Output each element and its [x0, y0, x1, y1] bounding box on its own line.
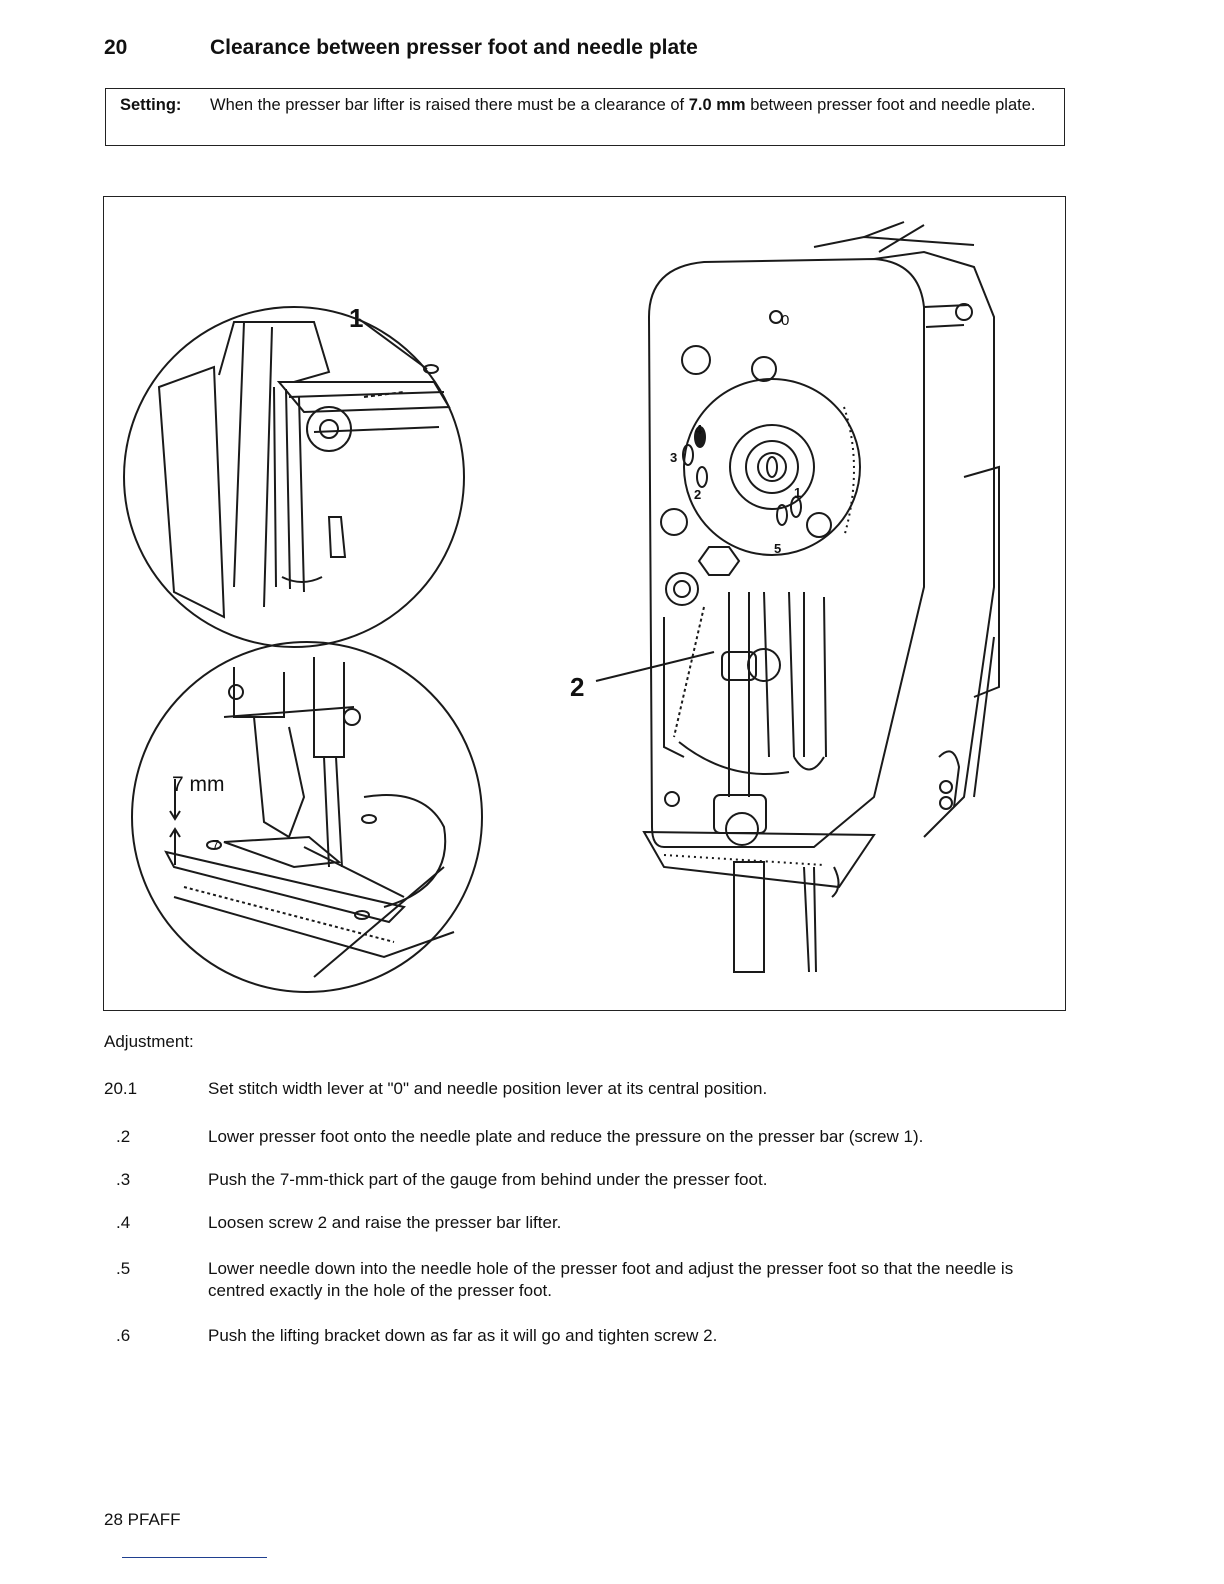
- dial-mark-4: 4: [695, 422, 703, 437]
- step-number: .4: [116, 1213, 131, 1232]
- setting-box: Setting: When the presser bar lifter is …: [105, 88, 1065, 146]
- step-number: .2: [116, 1127, 131, 1146]
- callout-2: 2: [570, 672, 584, 702]
- step-text: Push the lifting bracket down as far as …: [208, 1326, 718, 1345]
- dial-mark-3: 3: [670, 450, 677, 465]
- step-number: 20.1: [104, 1079, 138, 1098]
- setting-text: When the presser bar lifter is raised th…: [210, 95, 1052, 116]
- section-number: 20: [104, 36, 128, 59]
- step-text: Lower needle down into the needle hole o…: [208, 1259, 1014, 1300]
- setting-value: 7.0 mm: [688, 96, 746, 114]
- dial-zero-mark: 0: [781, 312, 789, 329]
- gauge-label: 7 mm: [172, 773, 225, 796]
- callout-2-leader: [595, 651, 715, 682]
- step-text: Set stitch width lever at "0" and needle…: [208, 1079, 768, 1098]
- machine-head-view: [642, 221, 1000, 973]
- brand-name: PFAFF: [127, 1510, 181, 1529]
- step-text: Loosen screw 2 and raise the presser bar…: [208, 1213, 562, 1232]
- page-footer: 28 PFAFF: [104, 1510, 181, 1530]
- setting-label: Setting:: [120, 96, 182, 114]
- page-number: 28: [104, 1510, 123, 1529]
- dial-mark-1: 1: [794, 485, 801, 500]
- adjustment-heading: Adjustment:: [104, 1032, 194, 1051]
- step-text: Lower presser foot onto the needle plate…: [208, 1127, 924, 1146]
- gauge-mark: 7: [212, 837, 219, 852]
- step-text: Push the 7-mm-thick part of the gauge fr…: [208, 1170, 768, 1189]
- section-title: Clearance between presser foot and needl…: [210, 36, 698, 59]
- section-heading: 20 Clearance between presser foot and nee…: [104, 36, 698, 60]
- callout-1: 1: [349, 303, 363, 333]
- step-number: .3: [116, 1170, 131, 1189]
- step-number: .5: [116, 1259, 131, 1278]
- detail-circle-lower: [131, 641, 483, 993]
- illustration-drawing: 1 7 mm 7: [123, 221, 1000, 993]
- setting-text-before: When the presser bar lifter is raised th…: [210, 96, 689, 114]
- dial-mark-5: 5: [774, 541, 781, 556]
- detail-circle-upper: [123, 306, 465, 648]
- dial-mark-2: 2: [694, 487, 701, 502]
- footer-rule: [122, 1557, 267, 1558]
- illustration-frame: 1 7 mm 7: [103, 196, 1066, 1011]
- step-number: .6: [116, 1326, 131, 1345]
- setting-text-after: between presser foot and needle plate.: [745, 96, 1036, 114]
